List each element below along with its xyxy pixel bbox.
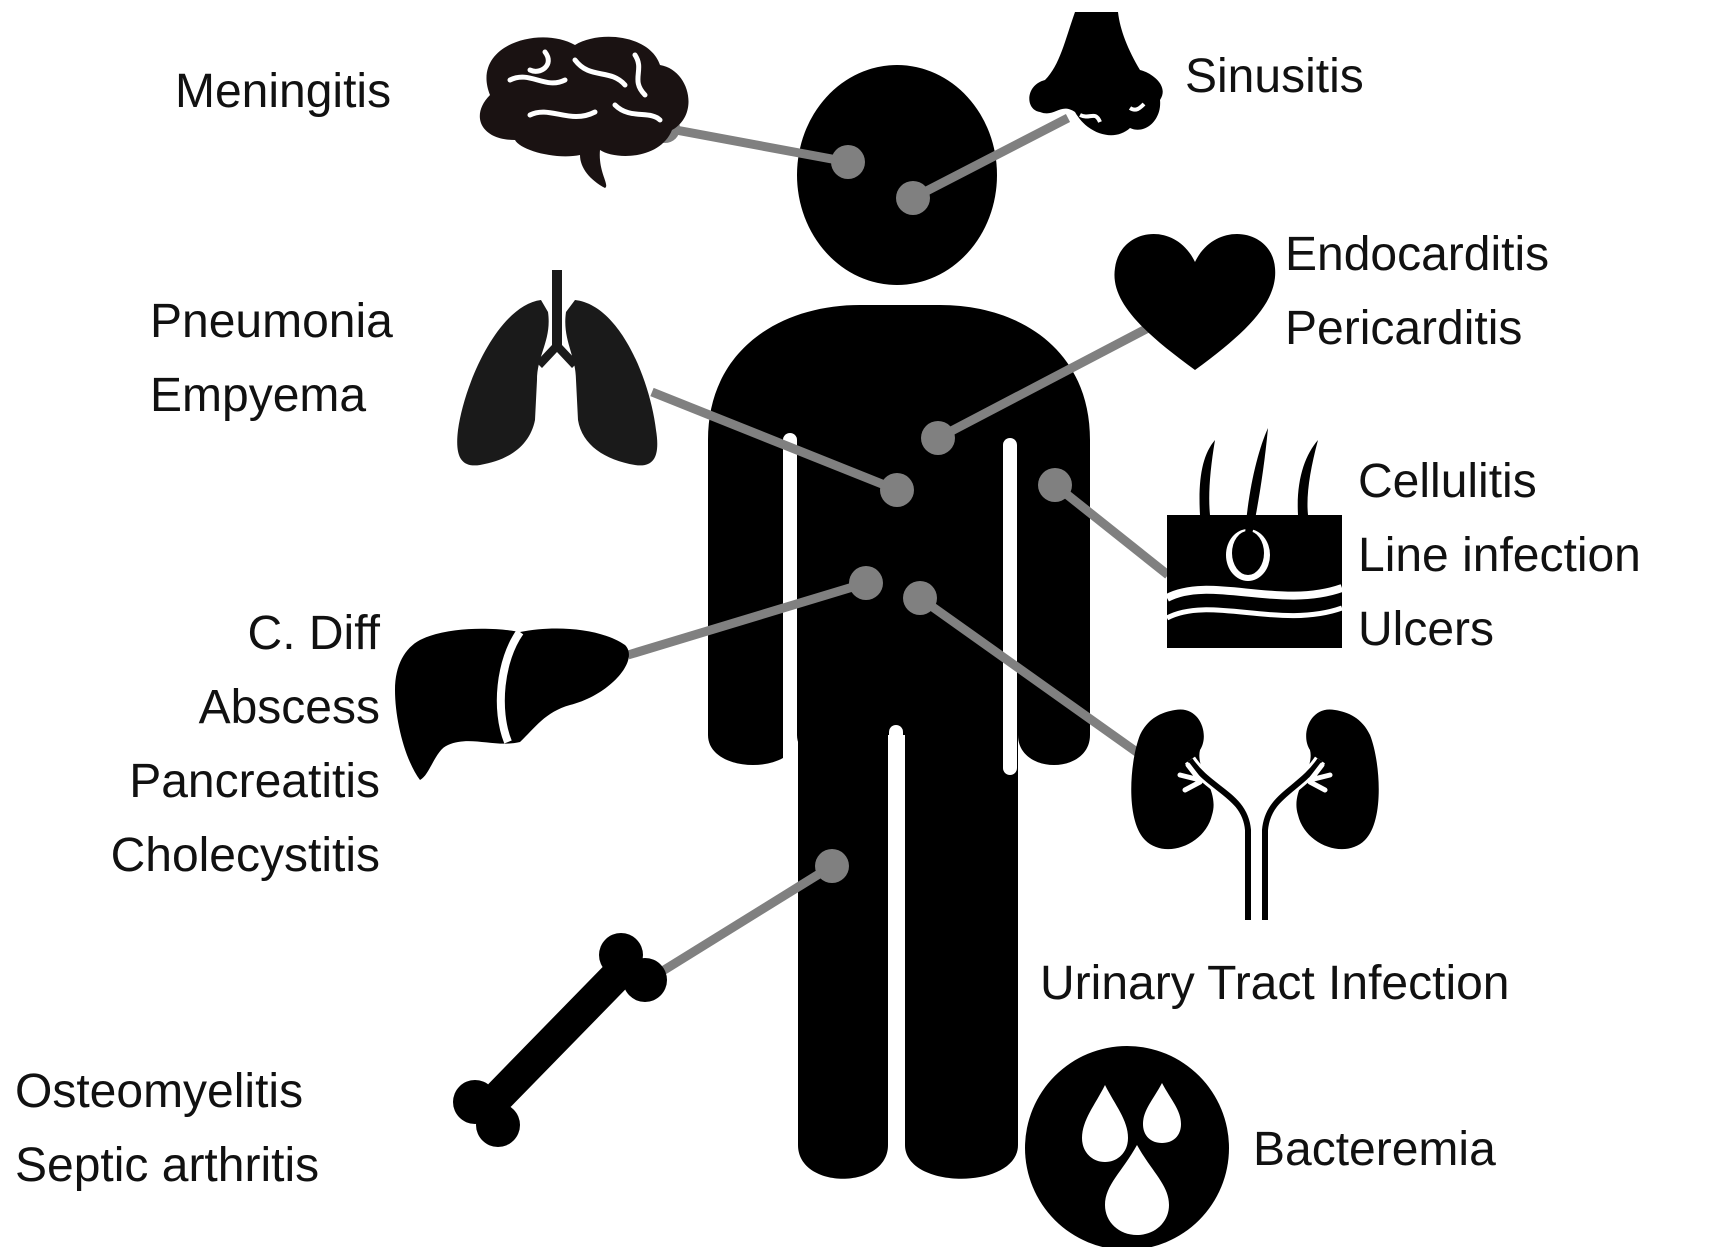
blood-drops-icon <box>1025 1046 1229 1247</box>
label-abdominal-conditions: C. Diff Abscess Pancreatitis Cholecystit… <box>0 597 380 893</box>
kidneys-icon <box>1131 709 1379 920</box>
label-sinusitis: Sinusitis <box>1185 40 1364 114</box>
dot-lungs-body <box>880 473 914 507</box>
skin-hair-icon <box>1167 428 1342 648</box>
label-line: Osteomyelitis <box>15 1055 319 1129</box>
label-line: Pneumonia <box>150 285 393 359</box>
label-line: Pericarditis <box>1285 292 1549 366</box>
label-bacteremia: Bacteremia <box>1253 1113 1496 1187</box>
label-urinary: Urinary Tract Infection <box>1040 947 1510 1021</box>
label-line: C. Diff <box>0 597 380 671</box>
label-line: Meningitis <box>175 55 391 129</box>
label-bone-conditions: Osteomyelitis Septic arthritis <box>15 1055 319 1203</box>
dot-skin-body <box>1038 468 1072 502</box>
label-meningitis: Meningitis <box>175 55 391 129</box>
label-line: Pancreatitis <box>0 745 380 819</box>
liver-icon <box>395 628 629 780</box>
label-line: Abscess <box>0 671 380 745</box>
dot-bone-body <box>815 849 849 883</box>
label-line: Empyema <box>150 359 393 433</box>
label-heart-conditions: Endocarditis Pericarditis <box>1285 218 1549 366</box>
dot-kidneys-body <box>903 581 937 615</box>
label-line: Cholecystitis <box>0 819 380 893</box>
label-line: Bacteremia <box>1253 1113 1496 1187</box>
dot-brain-body <box>831 145 865 179</box>
nose-icon <box>1029 12 1162 135</box>
bone-icon <box>453 933 667 1147</box>
lungs-icon <box>457 270 657 465</box>
dot-heart-body <box>921 421 955 455</box>
brain-icon <box>480 37 689 188</box>
label-lung-conditions: Pneumonia Empyema <box>150 285 393 433</box>
label-line: Ulcers <box>1358 593 1641 667</box>
label-line: Urinary Tract Infection <box>1040 947 1510 1021</box>
dot-nose-body <box>896 181 930 215</box>
label-line: Septic arthritis <box>15 1129 319 1203</box>
dot-liver-body <box>849 566 883 600</box>
label-line: Cellulitis <box>1358 445 1641 519</box>
label-skin-conditions: Cellulitis Line infection Ulcers <box>1358 445 1641 667</box>
label-line: Line infection <box>1358 519 1641 593</box>
label-line: Endocarditis <box>1285 218 1549 292</box>
heart-icon <box>1114 234 1275 370</box>
label-line: Sinusitis <box>1185 40 1364 114</box>
